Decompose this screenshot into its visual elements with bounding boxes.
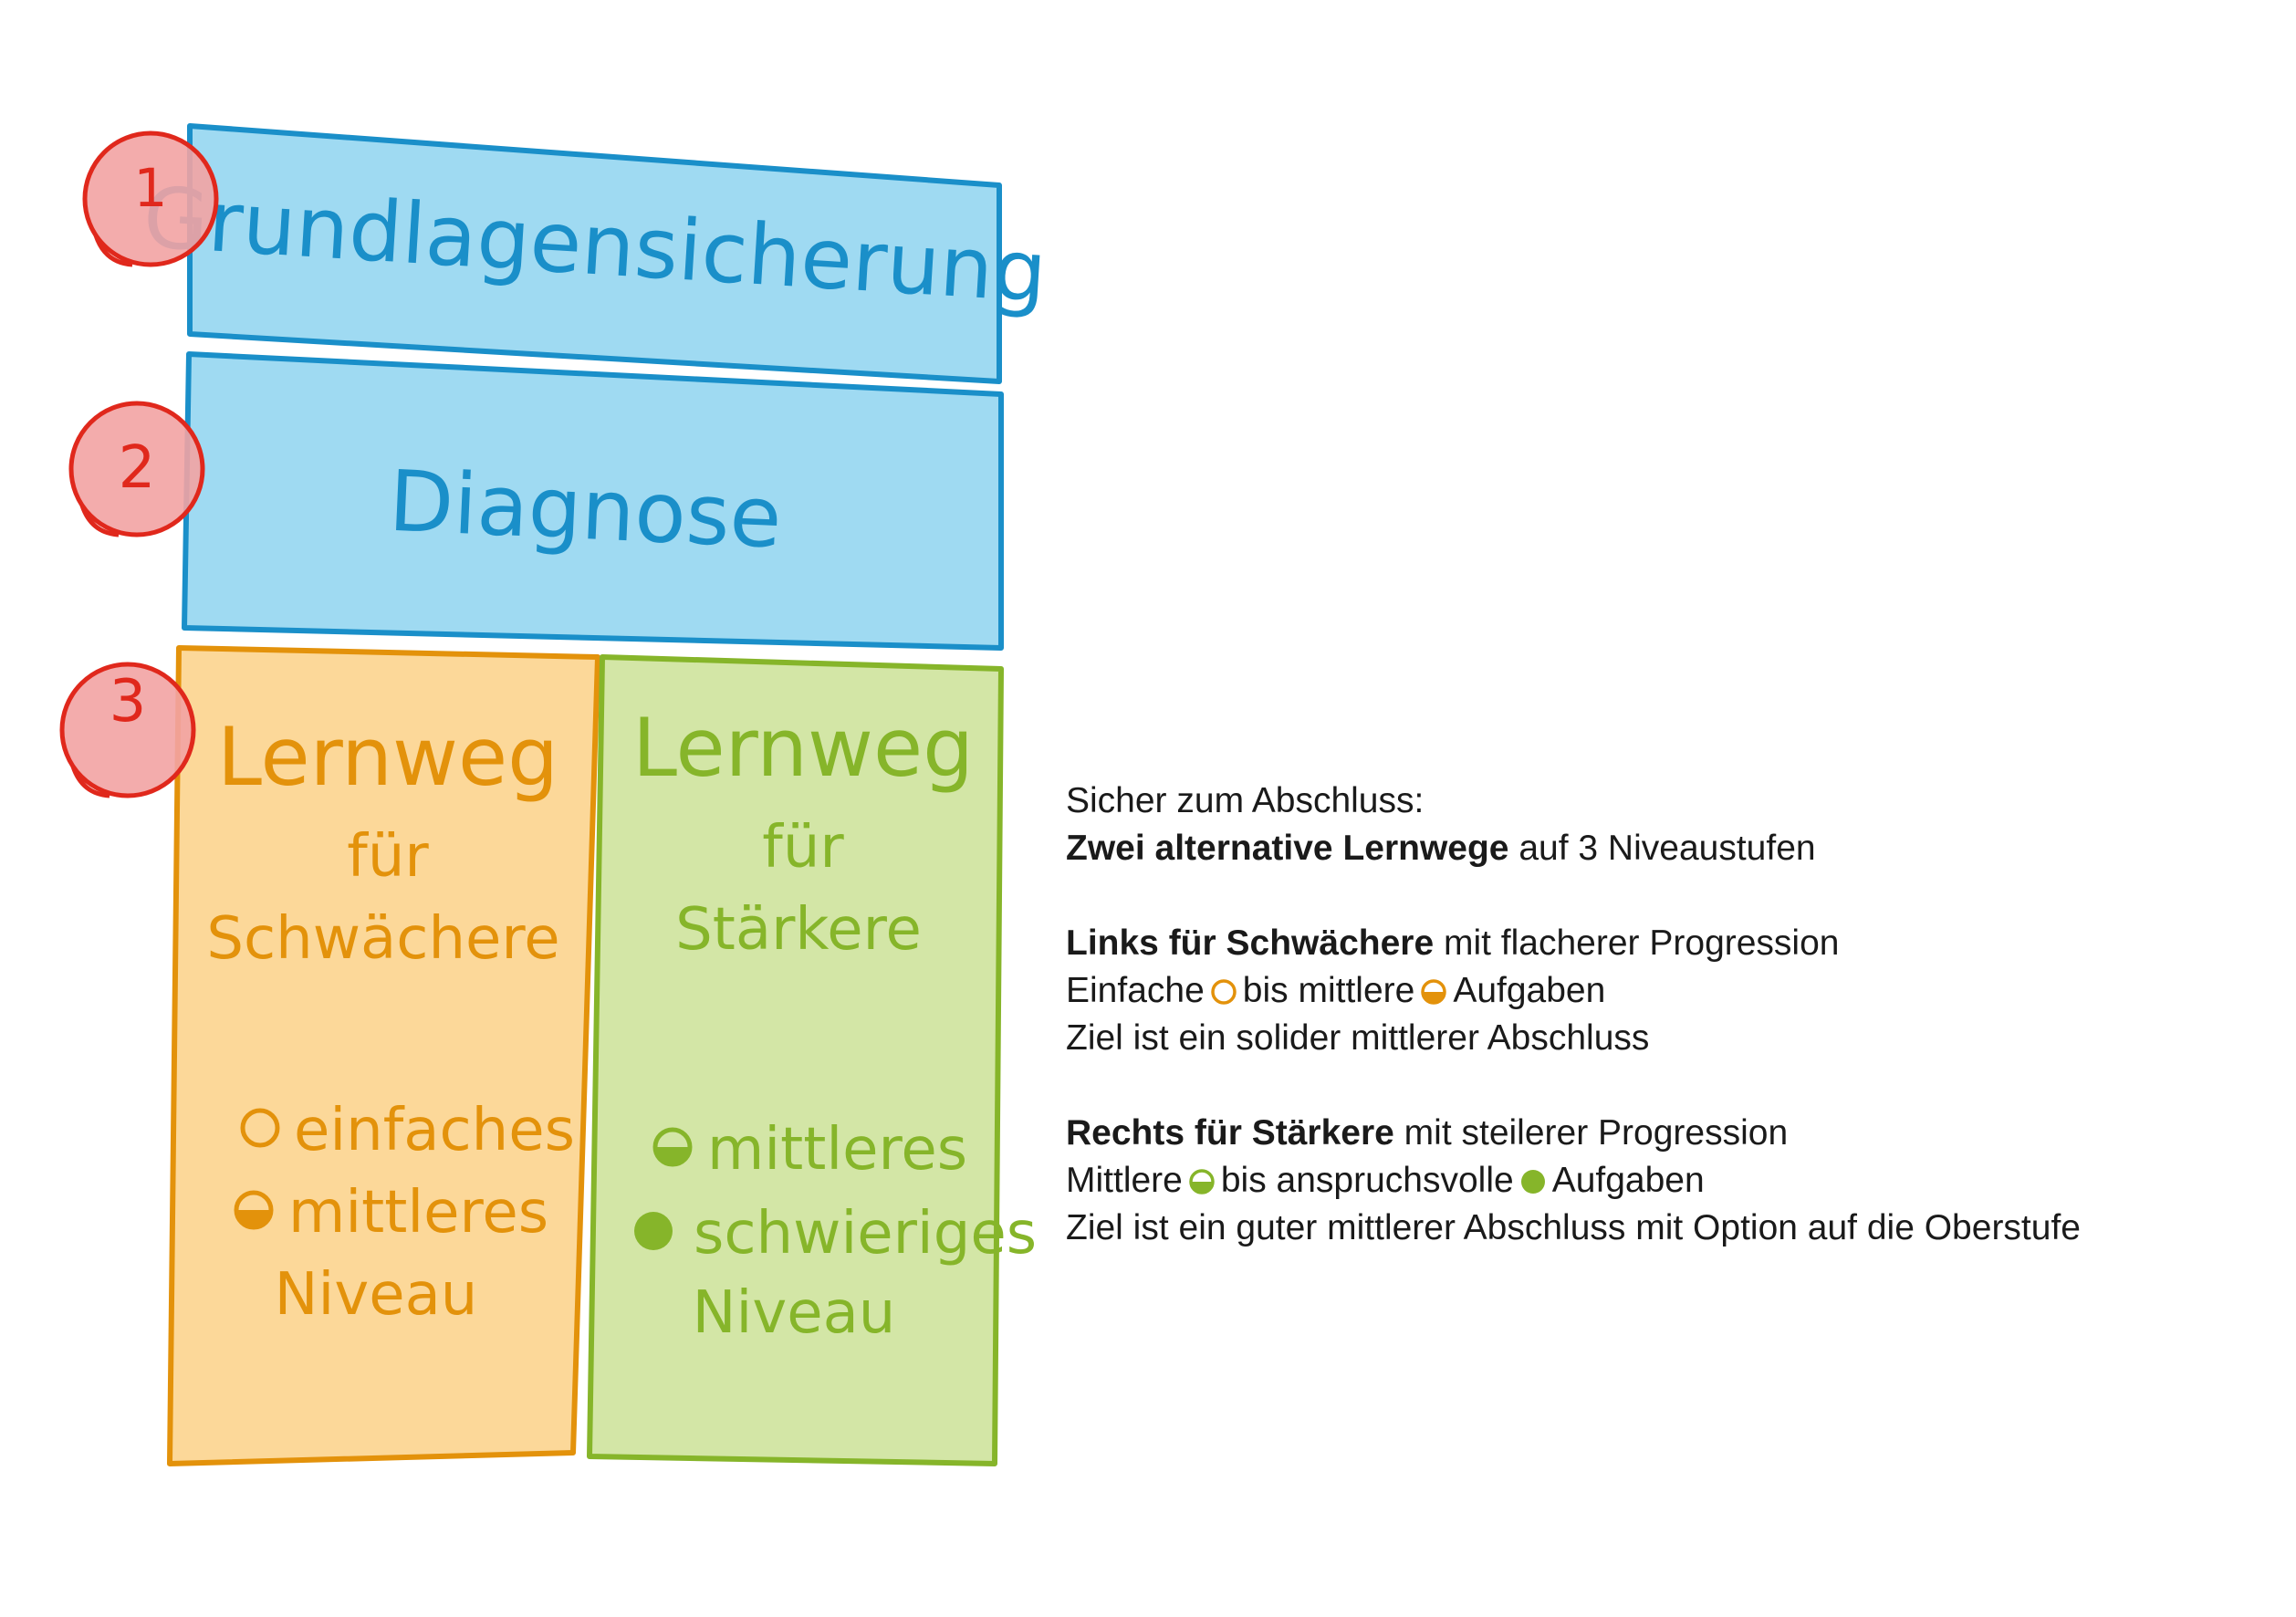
path-strong-level-2: schwieriges: [694, 1200, 1037, 1268]
step-marker-3: 3: [59, 662, 196, 798]
legend-right-tasks-c: Aufgaben: [1551, 1161, 1705, 1200]
half-filled-circle-icon: [1421, 979, 1447, 1005]
path-weak-level-2: mittleres: [288, 1179, 548, 1247]
path-weak-level-1: einfaches: [294, 1097, 575, 1164]
path-box-weak: Lernweg für Schwächere einfaches mittler…: [167, 645, 600, 1466]
legend-left-bold: Links für Schwächere: [1066, 923, 1435, 963]
path-strong-subtitle-1: für: [762, 814, 844, 882]
path-weak-level-suffix: Niveau: [275, 1261, 478, 1329]
filled-circle-icon: [1520, 1170, 1545, 1194]
legend-left-heading: Links für Schwächere mit flacherer Progr…: [1066, 920, 2280, 967]
path-strong-level-1: mittleres: [707, 1116, 967, 1184]
step-label-2: Diagnose: [387, 453, 784, 568]
legend-right-goal: Ziel ist ein guter mittlerer Abschluss m…: [1066, 1208, 2081, 1247]
step-box-diagnose: Diagnose: [182, 351, 1004, 651]
legend-right-tasks-b: bis anspruchsvolle: [1220, 1161, 1514, 1200]
step-number-3: 3: [110, 668, 147, 735]
path-weak-subtitle-1: für: [347, 823, 429, 891]
legend-headline-bold: Zwei alternative Lernwege: [1066, 829, 1509, 868]
path-strong-level-suffix: Niveau: [693, 1279, 896, 1347]
half-filled-circle-icon: [234, 1190, 274, 1230]
half-filled-circle-icon: [1189, 1169, 1215, 1194]
legend-right-tasks-a: Mittlere: [1066, 1161, 1183, 1200]
legend-text: Sicher zum Abschluss: Zwei alternative L…: [1066, 777, 2280, 1252]
legend-right-bold: Rechts für Stärkere: [1066, 1113, 1394, 1153]
legend-right-rest: mit steilerer Progression: [1404, 1113, 1789, 1153]
legend-left-tasks-a: Einfache: [1066, 971, 1205, 1010]
filled-circle-icon: [634, 1212, 673, 1250]
legend-spacer: [1066, 872, 2280, 920]
legend-left-tasks: Einfache bis mittlere Aufgaben: [1066, 967, 2280, 1015]
legend-intro: Sicher zum Abschluss:: [1066, 781, 1425, 820]
path-weak-subtitle-2: Schwächere: [206, 905, 559, 973]
legend-headline-rest: auf 3 Niveaustufen: [1518, 829, 1816, 868]
path-box-strong: Lernweg für Stärkere mittleres schwierig…: [587, 654, 1037, 1466]
step-marker-1: 1: [82, 130, 219, 267]
path-strong-subtitle-2: Stärkere: [675, 896, 922, 964]
legend-right-heading: Rechts für Stärkere mit steilerer Progre…: [1066, 1110, 2280, 1157]
path-weak-title: Lernweg: [217, 710, 558, 804]
half-filled-circle-icon: [652, 1127, 693, 1167]
step-box-grundlagensicherung: Grundlagensicherung: [141, 123, 1049, 384]
legend-headline: Zwei alternative Lernwege auf 3 Niveaust…: [1066, 825, 2280, 872]
legend-left-goal: Ziel ist ein solider mittlerer Abschluss: [1066, 1018, 1650, 1058]
legend-left-tasks-b: bis mittlere: [1242, 971, 1415, 1010]
step-number-2: 2: [119, 434, 156, 502]
legend-spacer: [1066, 1062, 2280, 1110]
step-number-1: 1: [134, 157, 168, 219]
step-marker-2: 2: [68, 401, 205, 537]
empty-circle-icon: [1211, 979, 1237, 1005]
legend-right-tasks: Mittlere bis anspruchsvolle Aufgaben: [1066, 1157, 2280, 1205]
path-strong-title: Lernweg: [632, 701, 974, 795]
legend-left-rest: mit flacherer Progression: [1443, 923, 1840, 963]
empty-circle-icon: [240, 1108, 280, 1148]
legend-left-tasks-c: Aufgaben: [1453, 971, 1606, 1010]
